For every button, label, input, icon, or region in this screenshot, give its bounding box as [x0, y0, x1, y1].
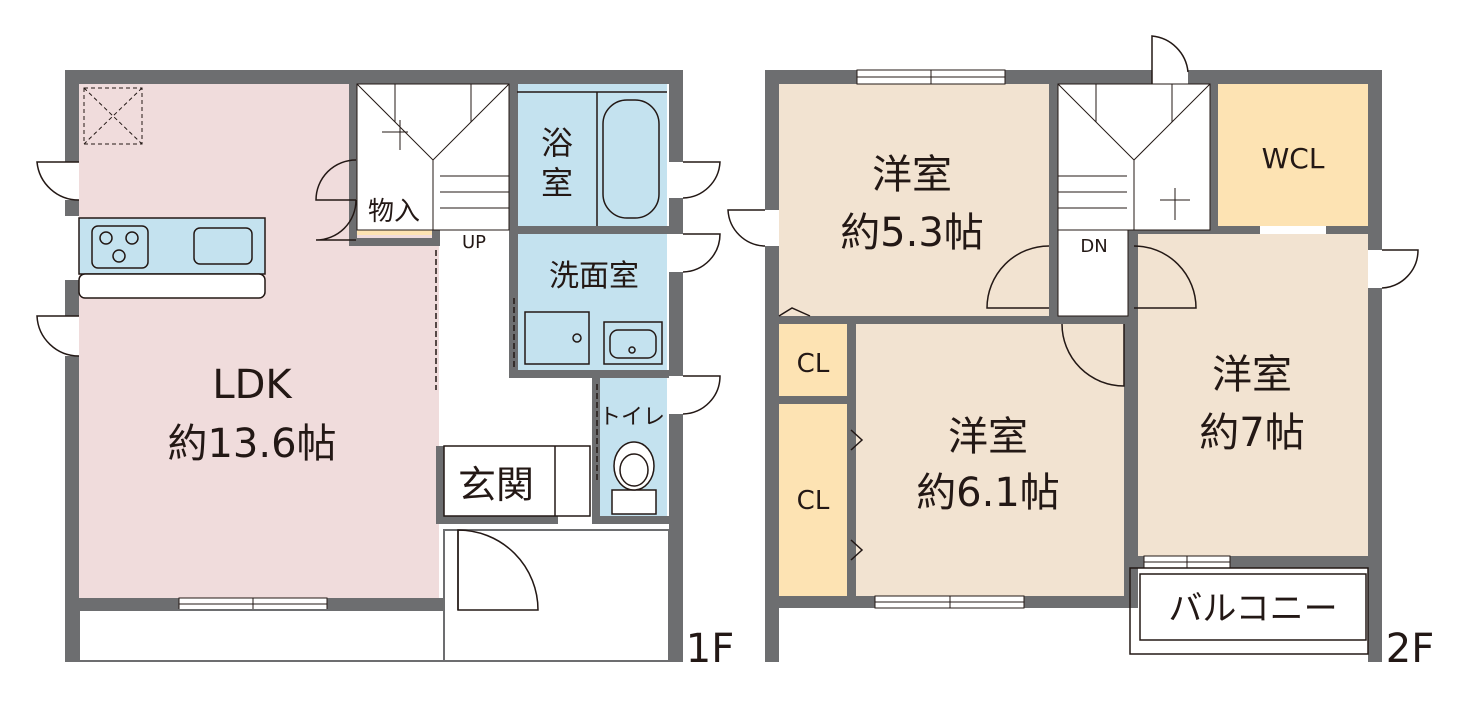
- entrance-floor: [443, 445, 591, 517]
- ldk-name: LDK: [212, 362, 293, 408]
- floor-1f: [36, 70, 721, 662]
- basin-icon: [603, 321, 663, 365]
- balcony[interactable]: [1129, 567, 1369, 655]
- labels: LDK 約13.6帖 物入 浴 室 洗面室 トイレ 玄関 UP 1F 洋室 約5…: [167, 124, 1434, 672]
- kitchen-counter[interactable]: [78, 217, 266, 299]
- room-7-size: 約7帖: [1199, 410, 1304, 456]
- room-7-name: 洋室: [1212, 352, 1292, 398]
- bath-room[interactable]: [517, 84, 667, 226]
- doors-1f[interactable]: [36, 159, 721, 611]
- stairs-up-label: UP: [462, 232, 486, 253]
- stairs-dn-label: DN: [1080, 236, 1107, 257]
- stairs-2f[interactable]: [1057, 83, 1211, 231]
- sink-icon: [193, 227, 253, 265]
- floor-1f-label: 1F: [686, 626, 734, 672]
- bath-label-2: 室: [541, 164, 573, 202]
- closet-top[interactable]: [779, 324, 847, 396]
- entrance-label: 玄関: [458, 463, 534, 507]
- room-5-3-size: 約5.3帖: [840, 210, 984, 256]
- windows-1f: [178, 597, 328, 611]
- cl-top-label: CL: [797, 349, 830, 379]
- balcony-label: バルコニー: [1168, 589, 1337, 629]
- hall-2f: [1057, 229, 1129, 317]
- windows-2f: [856, 69, 1231, 609]
- bath-label-1: 浴: [541, 124, 573, 162]
- western-room-7[interactable]: [1138, 234, 1368, 556]
- washroom-fixtures: [524, 311, 663, 365]
- wcl-room[interactable]: [1218, 84, 1368, 226]
- toilet-icon: [611, 441, 657, 515]
- skylight-icon: [83, 87, 143, 145]
- washer-icon: [524, 311, 590, 365]
- doors-2f[interactable]: [727, 35, 1419, 561]
- floor-2f-label: 2F: [1386, 626, 1434, 672]
- closet-bottom[interactable]: [779, 404, 847, 596]
- stairs-1f[interactable]: [356, 83, 510, 231]
- washroom[interactable]: [517, 234, 667, 370]
- stove-icon: [91, 225, 149, 269]
- room-5-3-name: 洋室: [872, 152, 952, 198]
- room-6-1-size: 約6.1帖: [916, 470, 1060, 516]
- cl-bottom-label: CL: [797, 486, 830, 516]
- western-room-5-3[interactable]: [779, 84, 1049, 316]
- western-room-6-1[interactable]: [856, 324, 1124, 596]
- floor-2f: [727, 35, 1419, 662]
- toilet-label: トイレ: [599, 405, 665, 430]
- wcl-label: WCL: [1262, 142, 1325, 175]
- storage-label: 物入: [368, 197, 420, 227]
- washroom-label: 洗面室: [549, 259, 639, 294]
- walls-1f: [65, 70, 683, 662]
- porch: [78, 529, 670, 662]
- room-6-1-name: 洋室: [948, 414, 1028, 460]
- ldk-size: 約13.6帖: [167, 421, 336, 467]
- bathtub-icon: [517, 91, 667, 226]
